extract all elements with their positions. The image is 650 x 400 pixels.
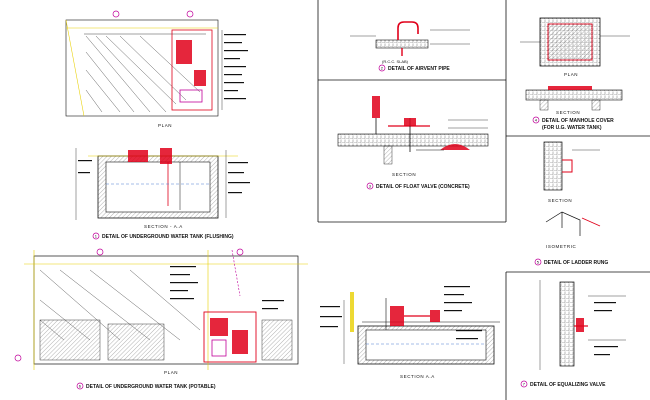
flushing-tank-section: SECTION - A.A 1 DETAIL OF UNDERGROUND WA… — [75, 148, 250, 240]
manhole-caption-line2: (FOR U.G. WATER TANK) — [542, 125, 602, 131]
panel-borders — [317, 0, 650, 400]
ladder-caption: DETAIL OF LADDER RUNG — [544, 260, 608, 266]
flushing-section-label: SECTION - A.A — [144, 224, 183, 229]
ladder-section-label: SECTION — [548, 198, 572, 203]
manhole-caption-number: 4 — [535, 118, 538, 123]
flushing-plan-label: PLAN — [158, 123, 172, 128]
flushing-caption: DETAIL OF UNDERGROUND WATER TANK (FLUSHI… — [102, 234, 234, 240]
float-valve-caption: DETAIL OF FLOAT VALVE (CONCRETE) — [376, 184, 470, 190]
manhole-caption-line1: DETAIL OF MANHOLE COVER — [542, 118, 614, 124]
airvent-pipe-detail: (R.C.C. SLAB) 2 DETAIL OF AIRVENT PIPE — [350, 21, 470, 72]
float-valve-detail: SECTION 3 DETAIL OF FLOAT VALVE (CONCRET… — [337, 96, 489, 190]
manhole-cover-detail: PLAN SECTION 4 DETAIL OF MANHOLE COVER (… — [520, 17, 630, 131]
ladder-rung-detail: SECTION ISOMETRIC 5 DETAIL OF LADDER RUN… — [534, 141, 608, 266]
airvent-caption-number: 2 — [381, 66, 384, 71]
float-valve-section-label: SECTION — [392, 172, 416, 177]
flushing-caption-number: 1 — [95, 234, 98, 239]
flushing-tank-plan: PLAN — [65, 10, 248, 128]
potable-section-label: SECTION A.A — [400, 374, 435, 379]
potable-plan-label: PLAN — [164, 370, 178, 375]
potable-tank-plan: PLAN 6 DETAIL OF UNDERGROUND WATER TANK … — [14, 248, 308, 390]
potable-caption-number: 6 — [79, 384, 82, 389]
flushing-caption-bubble — [92, 232, 100, 240]
equalizing-caption: DETAIL OF EQUALIZING VALVE — [530, 382, 606, 388]
manhole-section-label: SECTION — [556, 110, 580, 115]
equalizing-caption-number: 7 — [523, 382, 526, 387]
float-valve-caption-number: 3 — [369, 184, 372, 189]
manhole-plan-label: PLAN — [564, 72, 578, 77]
ladder-caption-number: 5 — [537, 260, 540, 265]
equalizing-valve-detail: 7 DETAIL OF EQUALIZING VALVE — [520, 280, 626, 388]
potable-tank-section: SECTION A.A — [320, 286, 500, 379]
ladder-iso-label: ISOMETRIC — [546, 244, 577, 249]
airvent-caption: DETAIL OF AIRVENT PIPE — [388, 66, 450, 72]
airvent-slab-label: (R.C.C. SLAB) — [382, 59, 409, 64]
potable-caption: DETAIL OF UNDERGROUND WATER TANK (POTABL… — [86, 384, 216, 390]
